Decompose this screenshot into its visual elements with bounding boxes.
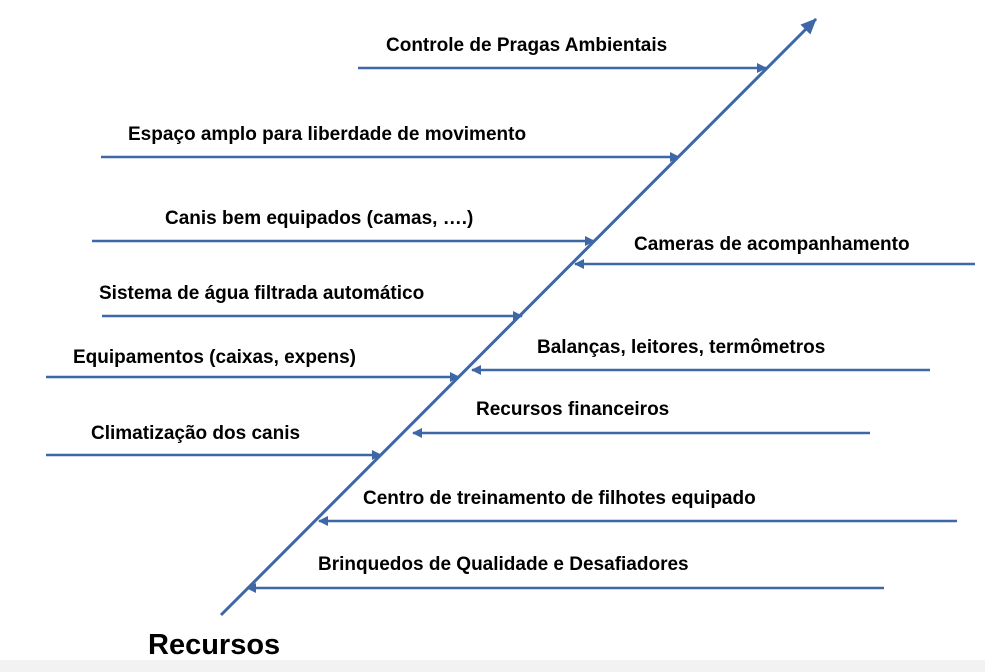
cause-label: Recursos financeiros — [476, 399, 669, 420]
cause-label: Espaço amplo para liberdade de movimento — [128, 124, 526, 145]
cause-label: Cameras de acompanhamento — [634, 234, 910, 255]
cause-label: Brinquedos de Qualidade e Desafiadores — [318, 554, 689, 575]
cause-label: Sistema de água filtrada automático — [99, 283, 424, 304]
category-label: Recursos — [148, 629, 280, 660]
cause-label: Equipamentos (caixas, expens) — [73, 347, 356, 368]
left-cause-arrows — [46, 63, 767, 460]
cause-label: Controle de Pragas Ambientais — [386, 35, 667, 56]
bottom-strip — [0, 660, 985, 672]
left-cause-labels: Controle de Pragas Ambientais Espaço amp… — [73, 35, 667, 444]
cause-label: Climatização dos canis — [91, 423, 300, 444]
cause-label: Centro de treinamento de filhotes equipa… — [363, 488, 756, 509]
cause-label: Balanças, leitores, termômetros — [537, 337, 825, 358]
right-cause-arrows — [246, 259, 975, 593]
cause-label: Canis bem equipados (camas, ….) — [165, 208, 473, 229]
right-cause-labels: Cameras de acompanhamento Balanças, leit… — [318, 234, 910, 575]
